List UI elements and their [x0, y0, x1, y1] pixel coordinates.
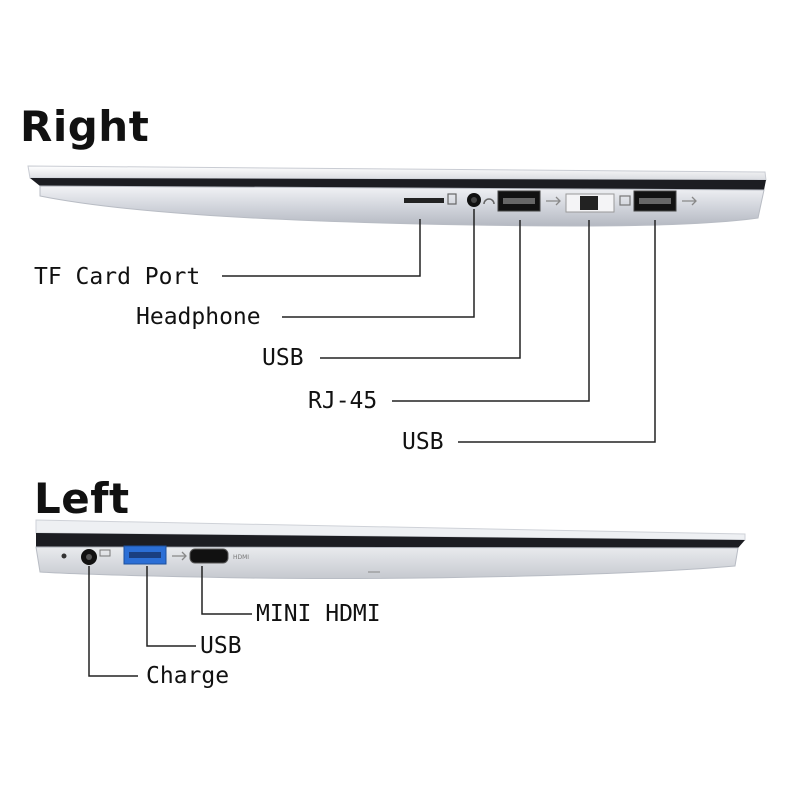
tf-card-icon	[447, 193, 457, 205]
label-charge: Charge	[146, 663, 230, 689]
leader-tf-card	[222, 219, 421, 277]
leader-rj45	[392, 220, 590, 402]
hdmi-print: HDMI	[233, 554, 249, 561]
leader-usb-right-2	[458, 220, 656, 443]
label-usb-right-1: USB	[262, 345, 304, 371]
headphone-icon	[483, 198, 495, 205]
mini-hdmi-port	[189, 548, 229, 564]
rj45-port	[580, 196, 598, 210]
label-mini-hdmi: MINI HDMI	[256, 601, 381, 627]
laptop-left-side: HDMI	[35, 519, 746, 677]
status-led	[61, 553, 67, 559]
left-side-heading: Left	[34, 474, 130, 523]
leader-mini-hdmi	[201, 566, 252, 615]
usb-icon-right-1	[546, 196, 561, 206]
left-lid-bezel	[36, 533, 745, 548]
laptop-right-side	[27, 165, 767, 443]
label-rj45: RJ-45	[308, 388, 378, 414]
leader-usb-left	[146, 566, 196, 647]
tf-card-slot	[404, 198, 444, 203]
network-icon	[619, 195, 631, 206]
label-usb-right-2: USB	[402, 429, 444, 455]
leader-usb-right-1	[320, 220, 521, 359]
leader-charge	[88, 566, 138, 677]
right-side-heading: Right	[20, 102, 150, 151]
label-tf-card-port: TF Card Port	[34, 264, 201, 290]
usb-icon-right-2	[682, 196, 697, 206]
leader-headphone	[282, 209, 475, 318]
right-lid-top	[27, 165, 767, 181]
charge-icon	[99, 549, 111, 557]
label-usb-left: USB	[200, 633, 242, 659]
usb-icon-left	[172, 551, 187, 561]
right-lid-bezel	[30, 178, 766, 190]
label-headphone: Headphone	[136, 304, 261, 330]
